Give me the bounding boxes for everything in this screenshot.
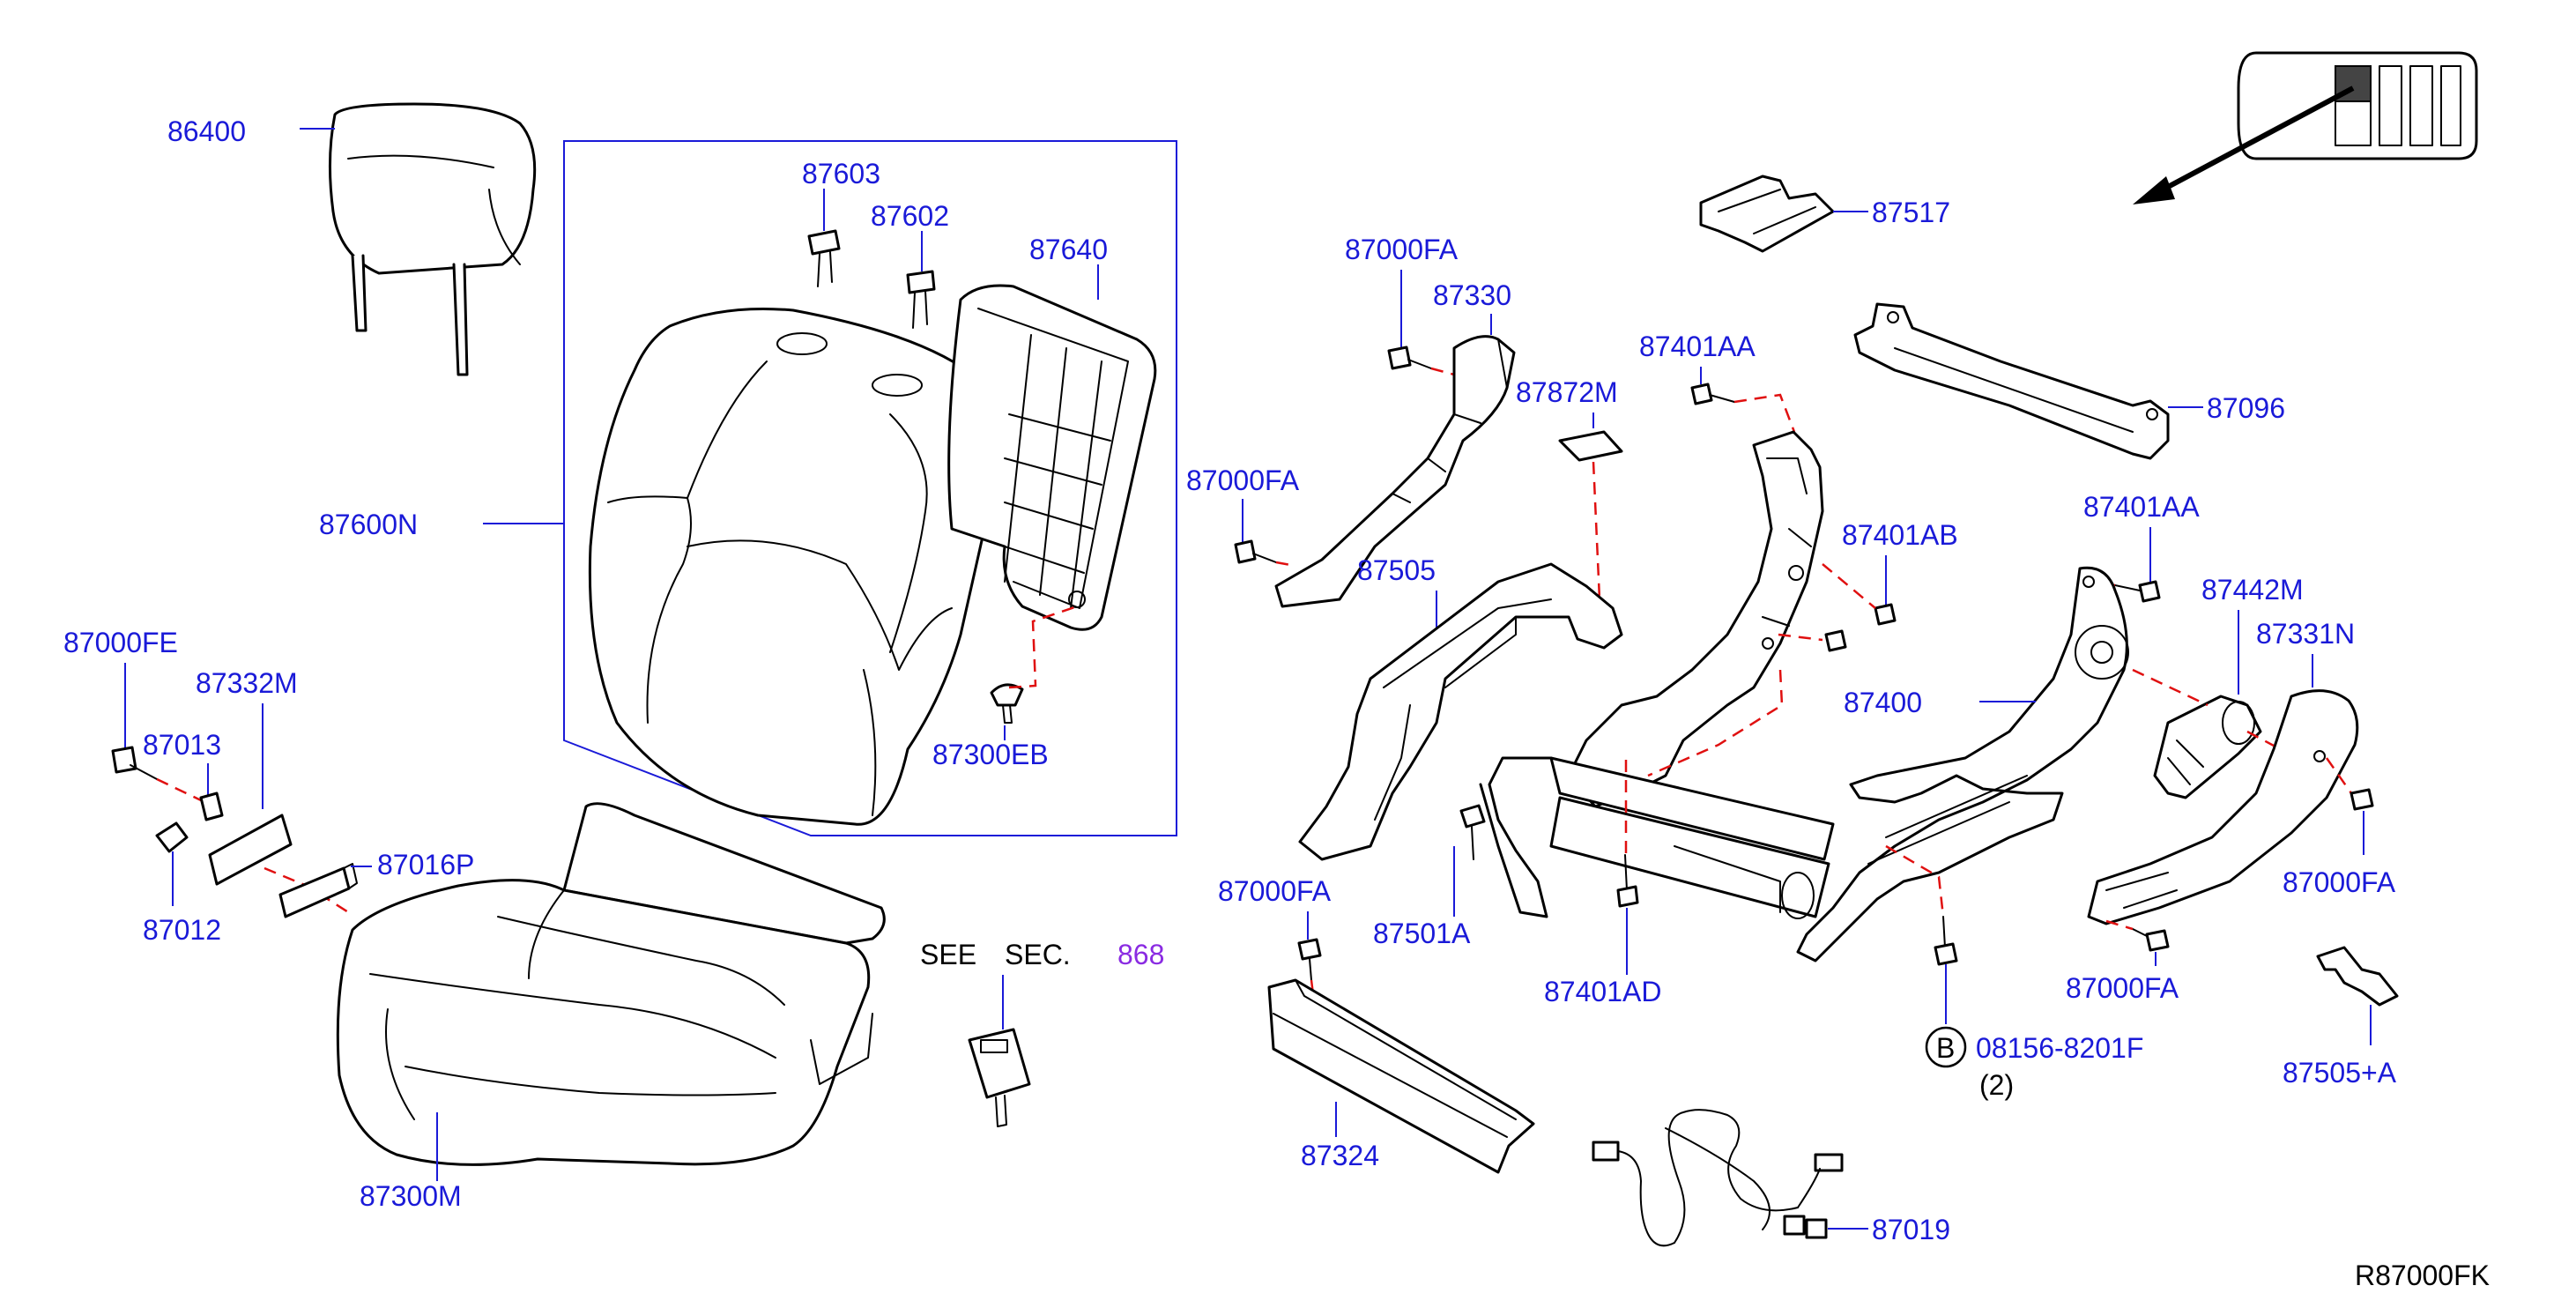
seat-frame-cross-tube[interactable] [1479,756,1835,919]
wire-harness-87019[interactable] [1592,1109,1844,1247]
seat-back-assembly-frame [563,140,1177,836]
label-87401AD: 87401AD [1544,976,1661,1007]
bracket-87517[interactable] [1699,175,1835,253]
clip-87602[interactable] [906,270,936,329]
bracket-87505A[interactable] [2316,946,2399,1007]
label-87442M: 87442M [2201,574,2304,606]
label-87016P: 87016P [377,849,474,881]
seat-back-cushion-87600N[interactable] [588,308,1003,826]
back-panel-87640[interactable] [947,284,1157,631]
trim-cover-87332M[interactable] [208,814,293,886]
screw-87401AA-a[interactable] [1690,383,1735,405]
label-08156-qty: (2) [1979,1069,2014,1101]
clip-87013[interactable] [199,791,224,821]
screw-87000FA-d[interactable] [2132,928,2170,952]
side-cover-87331N[interactable] [2087,689,2359,925]
drawing-id: R87000FK [2355,1260,2490,1291]
label-87517: 87517 [1872,197,1950,228]
label-87401AA-b: 87401AA [2083,491,2200,523]
label-87000FA-b: 87000FA [1186,464,1300,496]
screw-87000FA-a[interactable] [1387,346,1432,370]
label-87019: 87019 [1872,1214,1950,1245]
label-87505A: 87505+A [2283,1057,2397,1089]
label-see: SEE [920,939,976,970]
label-08156-8201F: 08156-8201F [1976,1032,2143,1064]
label-87000FE: 87000FE [63,627,178,658]
label-87096: 87096 [2207,392,2285,424]
bolt-87501A[interactable] [1459,804,1486,860]
label-87300EB: 87300EB [932,739,1049,770]
label-bolt-marker: B [1936,1032,1955,1064]
pad-87872M[interactable] [1558,430,1623,462]
motor-87442M[interactable] [2153,695,2262,799]
seat-frame-rail-87400-right[interactable] [1796,566,2129,962]
label-87501A: 87501A [1373,918,1471,949]
label-87400: 87400 [1844,687,1922,718]
label-87330: 87330 [1433,279,1511,311]
screw-87000FE[interactable] [111,746,158,780]
clip-87603[interactable] [807,229,841,287]
screw-87401AA-b[interactable] [2114,580,2161,603]
vehicle-locator-icon [2133,51,2478,204]
headrest-86400[interactable] [328,102,537,376]
label-86400: 86400 [167,115,246,147]
label-87324: 87324 [1301,1140,1379,1171]
label-87012: 87012 [143,914,221,946]
clip-87012[interactable] [155,821,189,853]
trim-87016P[interactable] [278,863,358,918]
screw-87401AB[interactable] [1824,603,1897,652]
bolt-08156-8201F[interactable] [1934,916,1958,966]
label-87000FA-e: 87000FA [1218,875,1332,907]
screw-87000FA-e[interactable] [1297,938,1322,981]
label-87603: 87603 [802,158,880,190]
label-87000FA-c: 87000FA [2283,866,2396,898]
label-87000FA-d: 87000FA [2066,972,2179,1004]
screw-87000FA-b[interactable] [1234,539,1277,564]
section-868-link[interactable]: 868 [1117,939,1164,970]
label-87401AB: 87401AB [1842,519,1958,551]
label-87600N: 87600N [319,509,418,540]
rail-cover-87324[interactable] [1267,978,1535,1174]
label-87332M: 87332M [196,667,298,699]
label-87401AA-a: 87401AA [1639,331,1756,362]
label-87000FA-a: 87000FA [1345,234,1459,265]
screw-87401AD[interactable] [1616,854,1639,908]
bracket-bar-87096[interactable] [1853,302,2170,460]
label-87300M: 87300M [360,1180,462,1212]
label-87602: 87602 [871,200,949,232]
screw-87000FA-c[interactable] [2350,788,2374,811]
label-87505: 87505 [1357,554,1436,586]
label-87013: 87013 [143,729,221,761]
label-87331N: 87331N [2256,618,2355,650]
side-cover-87330[interactable] [1274,335,1516,608]
bolt-marker-b [1925,1026,1967,1068]
label-sec: SEC. [1005,939,1071,970]
tray-87505[interactable] [1298,562,1623,861]
seat-cushion-87300M[interactable] [336,802,886,1166]
label-87872M: 87872M [1516,376,1618,408]
label-87640: 87640 [1029,234,1108,265]
clip-87300EB[interactable] [990,683,1024,724]
seat-belt-buckle[interactable] [968,1028,1031,1127]
